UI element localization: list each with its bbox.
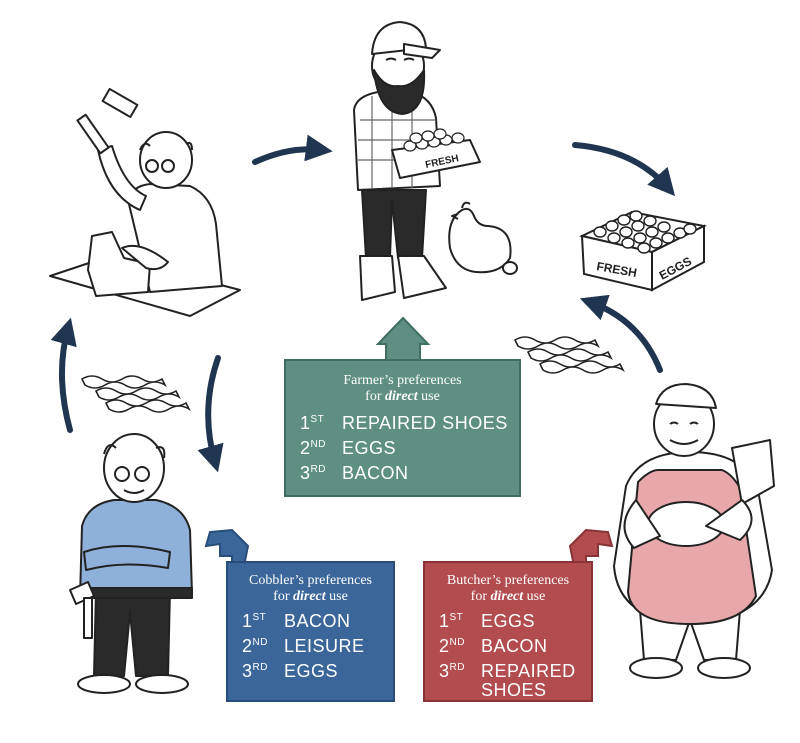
farmer-box-title-for: for	[365, 389, 382, 404]
rank-number: 2	[242, 636, 253, 656]
farmer-pref-3: 3RD BACON	[300, 463, 409, 484]
farmer-pref-1: 1ST REPAIRED SHOES	[300, 413, 508, 434]
butcher-box-title-line1: Butcher’s preferences	[446, 573, 570, 588]
cobbler-pref-1: 1ST BACON	[242, 611, 351, 632]
farmer-pref-2: 2ND EGGS	[300, 438, 396, 459]
egg-crate: FRESH EGGS	[578, 210, 708, 292]
hen	[448, 201, 518, 275]
butcher-box-title-for: for	[470, 589, 487, 604]
cobbler-working-figure	[49, 87, 241, 317]
pref-label-continued: SHOES	[481, 680, 547, 700]
rank-suffix: ST	[310, 414, 325, 425]
rank-number: 3	[300, 463, 311, 483]
arrow-cobbler-up	[50, 317, 77, 433]
farmer-figure: FRESH	[353, 21, 518, 301]
farmer-box-title-line1: Farmer’s preferences	[343, 373, 462, 388]
butcher-pref-3-line2: SHOES	[481, 680, 547, 701]
butcher-preferences-box: Butcher’s preferences for direct use 1ST…	[423, 561, 593, 702]
butcher-pref-2: 2ND BACON	[439, 636, 548, 657]
cobbler-box-title-direct: direct	[293, 589, 326, 604]
rank-number: 3	[439, 661, 450, 681]
cycle-arrows	[50, 134, 676, 473]
rank-suffix: RD	[449, 662, 465, 673]
cobbler-box-title-line1: Cobbler’s preferences	[249, 573, 372, 588]
cobbler-box-title-use: use	[329, 589, 348, 604]
rank-number: 1	[439, 611, 450, 631]
butcher-box-title: Butcher’s preferences for direct use	[425, 573, 591, 605]
pref-label: LEISURE	[284, 636, 365, 656]
egg-crate-word1: FRESH	[595, 259, 637, 280]
rank-suffix: RD	[310, 464, 326, 475]
rank-suffix: ND	[310, 439, 326, 450]
butcher-box-title-use: use	[526, 589, 546, 604]
butcher-pref-1: 1ST EGGS	[439, 611, 535, 632]
pref-label: EGGS	[342, 438, 397, 458]
pref-label: EGGS	[481, 611, 536, 631]
butcher-box-title-direct: direct	[490, 589, 524, 604]
cobbler-standing-figure	[69, 433, 193, 694]
rank-suffix: ND	[252, 637, 268, 648]
rank-number: 1	[242, 611, 253, 631]
pref-label: REPAIRED SHOES	[342, 413, 508, 433]
butcher-apron	[627, 469, 757, 625]
farmer-box-title: Farmer’s preferences for direct use	[286, 373, 519, 405]
bacon-right	[513, 336, 625, 374]
cobbler-pref-3: 3RD EGGS	[242, 661, 338, 682]
farmer-preferences-box: Farmer’s preferences for direct use 1ST …	[284, 359, 521, 497]
cobbler-box-pointer	[204, 528, 250, 567]
rank-suffix: ST	[449, 612, 464, 623]
butcher-figure	[613, 383, 775, 679]
rank-suffix: RD	[252, 662, 268, 673]
cobbler-preferences-box: Cobbler’s preferences for direct use 1ST…	[226, 561, 395, 702]
cobbler-box-title-for: for	[273, 589, 290, 604]
rank-number: 2	[439, 636, 450, 656]
arrow-bacon-down	[197, 355, 224, 473]
pref-label: BACON	[284, 611, 351, 631]
butcher-pref-3: 3RD REPAIRED	[439, 661, 576, 682]
bacon-left	[80, 375, 191, 413]
rank-number: 2	[300, 438, 311, 458]
rank-number: 1	[300, 413, 311, 433]
pref-label: BACON	[481, 636, 548, 656]
cobbler-box-title: Cobbler’s preferences for direct use	[228, 573, 393, 605]
pref-label: REPAIRED	[481, 661, 576, 681]
farmer-box-title-use: use	[421, 389, 440, 404]
arrow-farmer-to-eggs	[572, 142, 676, 197]
arrow-cobbler-to-farmer	[252, 134, 333, 165]
butcher-box-pointer	[568, 528, 614, 567]
farmer-box-pointer	[375, 316, 431, 363]
pref-label: EGGS	[284, 661, 339, 681]
rank-suffix: ND	[449, 637, 465, 648]
rank-suffix: ST	[252, 612, 267, 623]
arrow-butcher-to-eggs	[579, 294, 663, 373]
pref-label: BACON	[342, 463, 409, 483]
rank-number: 3	[242, 661, 253, 681]
cobbler-pref-2: 2ND LEISURE	[242, 636, 365, 657]
farmer-box-title-direct: direct	[385, 389, 418, 404]
